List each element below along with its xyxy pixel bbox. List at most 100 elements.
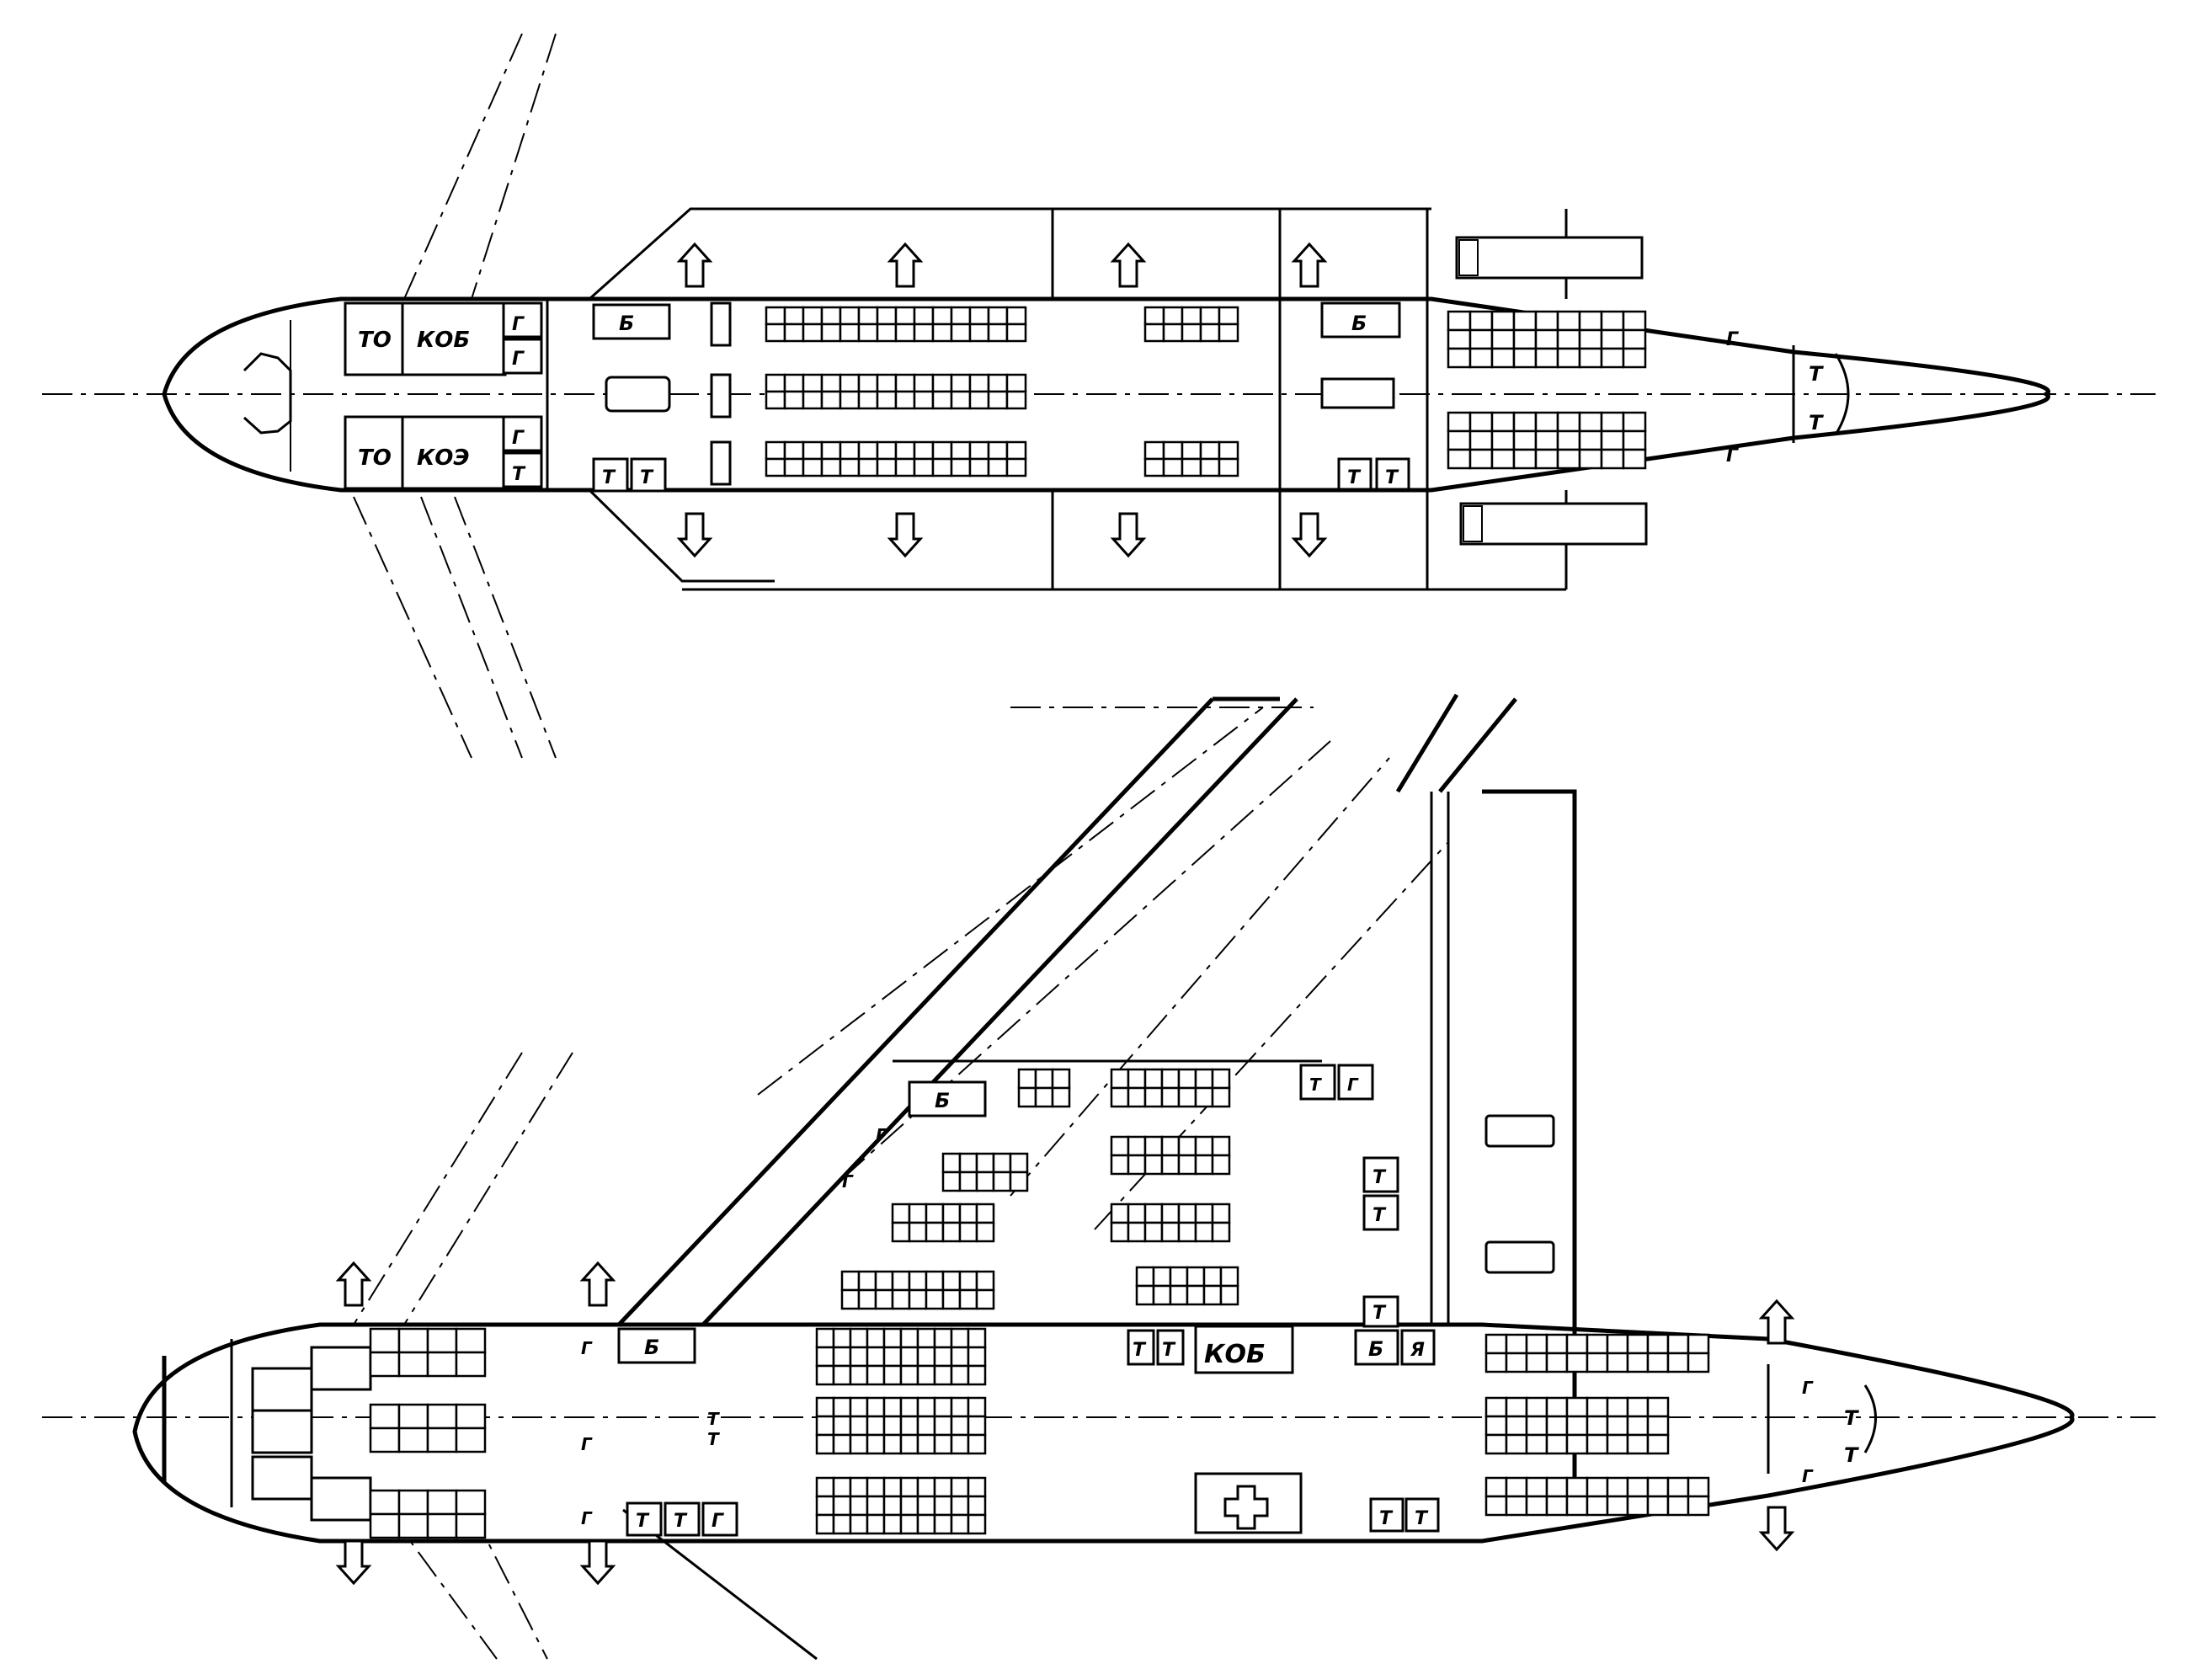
- seat: [876, 373, 898, 393]
- seat: [950, 1476, 970, 1498]
- seat: [1110, 1203, 1130, 1224]
- seat: [1545, 1352, 1569, 1373]
- seat: [987, 457, 1009, 477]
- seat: [815, 1495, 835, 1517]
- seat: [369, 1403, 401, 1430]
- seat: [1447, 328, 1472, 350]
- seat: [958, 1221, 978, 1243]
- bottom-external-vehicles: [1484, 1114, 1555, 1274]
- seat: [916, 1513, 936, 1535]
- seat: [765, 323, 786, 343]
- bottom-label-g-tail-2: Г: [1802, 1466, 1814, 1486]
- seat: [397, 1427, 429, 1453]
- seat: [987, 306, 1009, 326]
- seat: [950, 306, 972, 326]
- seat: [1160, 1135, 1181, 1157]
- seat: [1143, 1154, 1164, 1176]
- seat: [968, 390, 990, 410]
- bottom-label-g-root: Г: [1347, 1075, 1359, 1095]
- top-label-to-lower: ТО: [358, 445, 392, 471]
- seat: [950, 1364, 970, 1386]
- seat: [832, 1433, 852, 1455]
- seat: [1181, 306, 1202, 326]
- seat: [975, 1171, 995, 1192]
- seat: [765, 373, 786, 393]
- seat: [1622, 310, 1647, 332]
- seat: [849, 1396, 869, 1418]
- bottom-label-t-root-3: Т: [1372, 1205, 1387, 1226]
- seat: [1626, 1333, 1650, 1355]
- bottom-medical-room: [1194, 1472, 1303, 1534]
- seat: [1525, 1476, 1548, 1498]
- top-toilet-fwd-2: [630, 457, 667, 493]
- seat: [1447, 310, 1472, 332]
- seat: [967, 1476, 987, 1498]
- seat: [1199, 306, 1221, 326]
- seat: [866, 1495, 886, 1517]
- top-seat-blocks: [765, 306, 1647, 477]
- seat: [1127, 1154, 1147, 1176]
- seat: [426, 1512, 458, 1539]
- bottom-label-t-tail-2: Т: [1844, 1443, 1859, 1467]
- seat: [931, 390, 953, 410]
- top-label-g-lower: Г: [512, 428, 525, 449]
- seat: [899, 1364, 919, 1386]
- bottom-wing-root-utilities: [1299, 1064, 1399, 1328]
- seat: [857, 390, 879, 410]
- seat: [1505, 1415, 1528, 1437]
- seat: [1600, 347, 1625, 369]
- seat: [899, 1513, 919, 1535]
- seat: [1194, 1068, 1214, 1090]
- seat: [882, 1433, 903, 1455]
- seat: [1162, 306, 1184, 326]
- seat: [849, 1415, 869, 1437]
- exit-arrow-icon: [676, 512, 713, 558]
- seat: [857, 373, 879, 393]
- seat: [882, 1476, 903, 1498]
- seat: [1218, 440, 1239, 461]
- seat: [992, 1171, 1012, 1192]
- seat: [1525, 1415, 1548, 1437]
- top-wing-lines: [353, 33, 557, 759]
- seat: [849, 1433, 869, 1455]
- seat: [1143, 1221, 1164, 1243]
- seat: [1143, 1068, 1164, 1090]
- seat: [857, 306, 879, 326]
- seat: [941, 1288, 962, 1310]
- seat: [802, 390, 824, 410]
- seat: [908, 1270, 928, 1292]
- seat: [866, 1415, 886, 1437]
- seat: [933, 1396, 953, 1418]
- seat: [899, 1415, 919, 1437]
- seat: [1110, 1154, 1130, 1176]
- seat: [857, 323, 879, 343]
- seat: [913, 323, 935, 343]
- seat: [1565, 1333, 1589, 1355]
- seat: [1600, 429, 1625, 451]
- top-label-t-tail-1: Т: [1809, 362, 1824, 386]
- seat: [874, 1288, 894, 1310]
- bottom-label-g-wing-1: Г: [876, 1125, 887, 1145]
- seat: [1127, 1221, 1147, 1243]
- seat: [1447, 448, 1472, 470]
- seat: [1143, 323, 1165, 343]
- seat: [933, 1327, 953, 1349]
- exit-arrow-icon: [1110, 512, 1147, 558]
- seat: [1545, 1396, 1569, 1418]
- seat: [882, 1415, 903, 1437]
- seat: [455, 1351, 487, 1378]
- seat: [941, 1152, 962, 1174]
- seat: [1110, 1086, 1130, 1108]
- seat: [925, 1270, 945, 1292]
- seat: [840, 1288, 861, 1310]
- seat: [1484, 1415, 1508, 1437]
- bottom-bar-fwd: [617, 1327, 696, 1364]
- seat: [1534, 310, 1559, 332]
- seat: [950, 457, 972, 477]
- seat: [950, 1513, 970, 1535]
- seat: [426, 1427, 458, 1453]
- seat: [992, 1152, 1012, 1174]
- seat: [1211, 1068, 1231, 1090]
- bottom-label-b-wing: Б: [935, 1089, 950, 1112]
- top-fuselage-outline: [162, 296, 2050, 493]
